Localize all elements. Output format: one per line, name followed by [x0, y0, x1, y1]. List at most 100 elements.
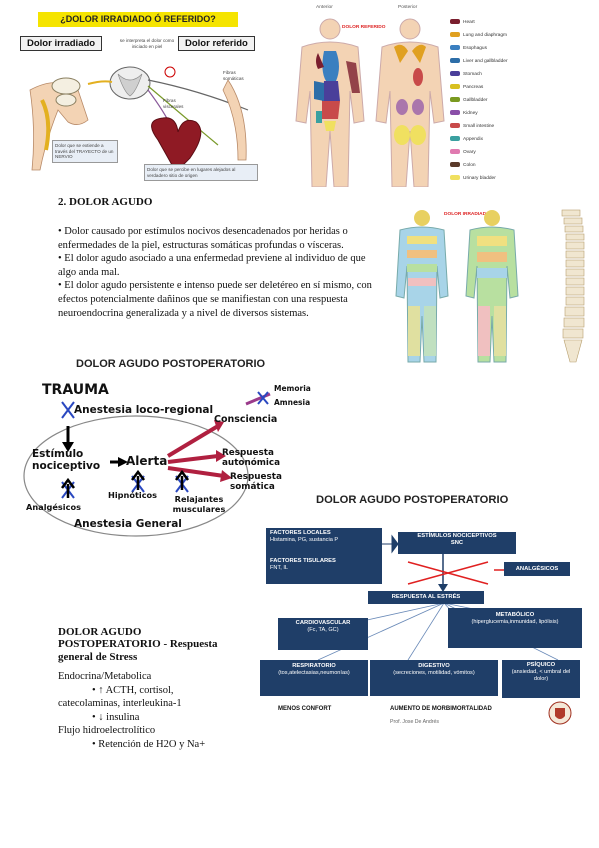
legend-swatch [450, 84, 460, 90]
label-anestesia-loco-regional: Anestesia loco-regional [74, 404, 214, 416]
note-interpreta: se interpreta el dolor como iniciado en … [119, 38, 175, 49]
label-respuesta-autonomica: Respuesta autonómica [222, 448, 281, 468]
postop-left-title: DOLOR AGUDO POSTOPERATORIO [76, 358, 266, 370]
label-dolor-referido: Dolor referido [178, 36, 255, 51]
dig-text: (secreciones, motilidad, vómitos) [393, 670, 475, 676]
panel-dermatomes: DOLOR IRRADIADO [392, 206, 598, 366]
label-consciencia: Consciencia [214, 414, 278, 425]
legend-item-heart: Heart [450, 19, 475, 26]
stress-line-2: • ↑ ACTH, cortisol, [92, 684, 174, 696]
panel-dolor-referido: Anterior Posterior DOLOR REFERIDO [290, 5, 525, 187]
legend-swatch [450, 32, 460, 38]
label-anterior: Anterior [316, 5, 333, 10]
aumento-morbimortalidad: AUMENTO DE MORBIMORTALIDAD [390, 706, 492, 712]
legend-item-ovary: Ovary [450, 149, 476, 156]
author-credit: Prof. Jose De Andrés [390, 719, 440, 725]
factores-tisulares-box: FACTORES TISULARES FNT, IL [266, 556, 382, 584]
resp-title: RESPIRATORIO [292, 663, 336, 669]
psi-text: (ansiedad, < umbral del dolor) [511, 669, 571, 682]
estimulos-sub: SNC [450, 540, 464, 546]
label-estimulo-nociceptivo: Estímulo nociceptivo [32, 448, 101, 472]
dolor-agudo-bullets: • Dolor causado por estímulos nocivos de… [58, 225, 378, 320]
label-amnesia: Amnesia [274, 398, 311, 407]
digestivo-box: DIGESTIVO (secreciones, motilidad, vómit… [370, 660, 498, 696]
cardio-title: CARDIOVASCULAR [295, 620, 351, 626]
legend-swatch [450, 136, 460, 142]
legend-item-kidney: Kidney [450, 110, 478, 117]
label-hipnoticos: Hipnóticos [108, 490, 158, 500]
stress-heading-line1: DOLOR AGUDO [58, 626, 142, 638]
postop-stress-diagram: DOLOR AGUDO POSTOPERATORIO FACTORES LOCA… [258, 492, 588, 730]
metabolico-box: METABÓLICO (hiperglucemia,inmunidad, lip… [448, 608, 582, 648]
legend-swatch [450, 97, 460, 103]
legend-item-lung: Lung and diaphragm [450, 32, 507, 39]
cardiovascular-box: CARDIOVASCULAR (Fc, TA, GC) [278, 618, 368, 650]
analgesicos-box: ANALGÉSICOS [504, 562, 570, 576]
referred-pain-body-map [295, 18, 445, 187]
legend-swatch [450, 110, 460, 116]
legend-item-colon: Colon [450, 162, 476, 169]
legend-swatch [450, 58, 460, 64]
panel-referido-title: DOLOR REFERIDO [342, 25, 386, 30]
factores-locales-box: FACTORES LOCALES Histamina, PG, sustanci… [266, 528, 382, 556]
factores-locales-title: FACTORES LOCALES [270, 530, 331, 536]
factores-locales-text: Histamina, PG, sustancia P [270, 537, 339, 543]
stress-body: Endocrina/Metabolica • ↑ ACTH, cortisol,… [58, 670, 258, 752]
legend-swatch [450, 123, 460, 129]
legend-item-appendix: Appendix [450, 136, 483, 143]
stress-heading-line3: general de Stress [58, 650, 138, 663]
legend-swatch [450, 162, 460, 168]
stress-heading: DOLOR AGUDO POSTOPERATORIO - Respuesta g… [58, 626, 258, 663]
trauma-diagram-shapes [23, 391, 271, 537]
bullet-1: • Dolor causado por estímulos nocivos de… [58, 226, 348, 251]
bullet-3: • El dolor agudo persistente e intenso p… [58, 280, 372, 319]
note-irradiado: Dolor que se extiende a través del TRAYE… [52, 140, 118, 163]
psi-title: PSÍQUICO [526, 662, 556, 668]
factores-tisulares-text: FNT, IL [270, 565, 289, 571]
stress-line-4: • ↓ insulina [92, 711, 140, 723]
analgesicos-label: ANALGÉSICOS [515, 566, 559, 572]
stress-line-3: catecolaminas, interleukina-1 [58, 698, 182, 710]
legend-swatch [450, 71, 460, 77]
meta-title: METABÓLICO [495, 612, 535, 618]
legend-item-pancreas: Pancreas [450, 84, 483, 91]
label-alerta: Alerta [126, 454, 168, 468]
legend-item-small-intestine: Small intestine [450, 123, 494, 130]
label-dolor-irradiado: Dolor irradiado [20, 36, 103, 51]
menos-confort: MENOS CONFORT [278, 706, 332, 712]
label-memoria: Memoria [274, 384, 311, 393]
respuesta-estres-label: RESPUESTA AL ESTRÉS [391, 594, 461, 600]
label-relajantes-musculares: Relajantes musculares [172, 494, 226, 514]
estimulos-title: ESTÍMULOS NOCICEPTIVOS [417, 533, 497, 539]
legend-item-gallbladder: Gallbladder [450, 97, 488, 104]
meta-text: (hiperglucemia,inmunidad, lipólisis) [471, 619, 559, 625]
factores-tisulares-title: FACTORES TISULARES [270, 558, 336, 564]
respuesta-estres-box: RESPUESTA AL ESTRÉS [368, 591, 484, 604]
postop-trauma-diagram: DOLOR AGUDO POSTOPERATORIO TRAUMA Aneste… [18, 356, 318, 546]
legend-swatch [450, 175, 460, 181]
legend-item-liver: Liver and gallbladder [450, 58, 508, 65]
note-fibras-somaticas: Fibras somáticas [223, 70, 244, 81]
spinal-cord-illustration [29, 66, 249, 173]
legend-swatch [450, 45, 460, 51]
dermatomes-title: DOLOR IRRADIADO [444, 212, 490, 217]
legend-swatch [450, 19, 460, 25]
dermatome-illustration [395, 209, 585, 363]
label-posterior: Posterior [398, 5, 418, 10]
label-anestesia-general: Anestesia General [74, 518, 182, 530]
psiquico-box: PSÍQUICO (ansiedad, < umbral del dolor) [502, 660, 580, 698]
note-fibras-viscerales: Fibras viscerales [163, 98, 184, 109]
section-heading-dolor-agudo: 2. DOLOR AGUDO [58, 196, 153, 208]
crest-icon [548, 701, 572, 725]
legend-item-stomach: Stomach [450, 71, 482, 78]
legend-item-esophagus: Esophagus [450, 45, 487, 52]
resp-text: (tos,atelectasias,neumonías) [278, 670, 350, 676]
stress-heading-line2: POSTOPERATORIO - Respuesta [58, 638, 218, 651]
postop-right-title: DOLOR AGUDO POSTOPERATORIO [316, 494, 509, 506]
note-referido: Dolor que se percibe en lugares alejados… [144, 164, 258, 181]
cardio-text: (Fc, TA, GC) [307, 627, 339, 633]
label-analgesicos: Analgésicos [26, 502, 81, 512]
estimulos-nociceptivos-box: ESTÍMULOS NOCICEPTIVOS SNC [398, 532, 516, 554]
legend-swatch [450, 149, 460, 155]
panel-irradiado-referido: ¿DOLOR IRRADIADO Ó REFERIDO? Dolor irrad… [18, 10, 258, 188]
